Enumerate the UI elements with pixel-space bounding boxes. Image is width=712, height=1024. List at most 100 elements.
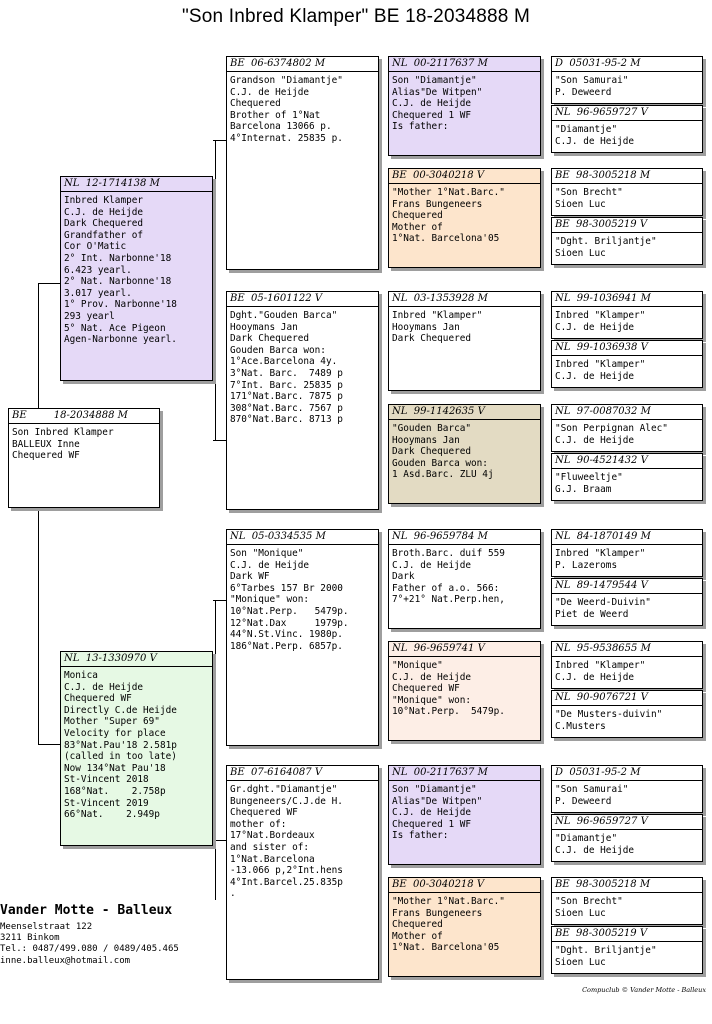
text-line: C.J. de Heijde bbox=[555, 434, 635, 446]
ring-number: 06-6374802 M bbox=[251, 58, 326, 69]
text-line: Broth.Barc. duif 559 bbox=[392, 548, 505, 559]
pedigree-card-g4-5[interactable]: NL 99-1036941 M Inbred "Klamper"C.J. de … bbox=[551, 291, 703, 339]
pedigree-card-g4-2[interactable]: NL 96-9659727 V "Diamantje"C.J. de Heijd… bbox=[551, 105, 703, 153]
text-line: "Monique" bbox=[392, 660, 443, 671]
ring-header: NL 13-1330970 V bbox=[61, 652, 212, 667]
text-line: 2° Nat. Narbonne'18 bbox=[64, 276, 172, 288]
text-line: Inbred "Klamper" bbox=[555, 359, 646, 370]
ring-number: 07-6164087 V bbox=[251, 767, 323, 778]
pedigree-card-dam-sire[interactable]: NL 05-0334535 M Son "Monique"C.J. de Hei… bbox=[226, 529, 379, 746]
pedigree-card-g4-4[interactable]: BE 98-3005219 V "Dght. Briljantje"Sioen … bbox=[551, 217, 703, 265]
text-line: 4°Internat. 25835 p. bbox=[230, 132, 343, 144]
text-line: Mother of bbox=[392, 930, 443, 942]
text-line: "Mother 1°Nat.Barc." bbox=[392, 896, 505, 907]
ring-number: 98-3005218 M bbox=[576, 170, 651, 181]
text-line: Sioen Luc bbox=[555, 247, 606, 259]
text-line: Inbred "Klamper" bbox=[392, 310, 483, 321]
text-line: -13.066 p,2°Int.hens bbox=[230, 865, 343, 877]
card-lines: "Fluweeltje"G.J. Braam bbox=[555, 472, 700, 495]
card-lines: "Dght. Briljantje"Sioen Luc bbox=[555, 945, 700, 968]
text-line: Inbred Klamper bbox=[64, 195, 144, 206]
country-code: BE bbox=[555, 928, 570, 939]
text-line: St-Vincent 2019 bbox=[64, 797, 149, 809]
pedigree-card-g3-4[interactable]: NL 99-1142635 V "Gouden Barca"Hooymans J… bbox=[388, 404, 541, 504]
text-line: 308°Nat.Barc. 7567 p bbox=[230, 402, 343, 414]
ring-header: NL 90-4521432 V bbox=[552, 454, 702, 469]
pedigree-card-g4-9[interactable]: NL 84-1870149 M Inbred "Klamper"P. Lazer… bbox=[551, 529, 703, 577]
ring-header: NL 90-9076721 V bbox=[552, 691, 702, 706]
text-line: Chequered 1 WF bbox=[392, 818, 472, 830]
ring-header: NL 96-9659784 M bbox=[389, 530, 540, 545]
text-line: Hooymans Jan bbox=[392, 321, 460, 333]
ring-number: 96-9659727 V bbox=[576, 107, 648, 118]
ring-number: 18-2034888 M bbox=[53, 410, 128, 421]
country-code: NL bbox=[555, 643, 571, 654]
pedigree-card-g4-15[interactable]: BE 98-3005218 M "Son Brecht"Sioen Luc bbox=[551, 877, 703, 925]
text-line: Father of a.o. 566: bbox=[392, 582, 500, 594]
country-code: BE bbox=[555, 879, 570, 890]
pedigree-card-g3-7[interactable]: NL 00-2117637 M Son "Diamantje"Alias"De … bbox=[388, 765, 541, 865]
text-line: P. Deweerd bbox=[555, 795, 612, 807]
text-line: Hooymans Jan bbox=[392, 434, 460, 446]
pedigree-card-g4-10[interactable]: NL 89-1479544 V "De Weerd-Duivin"Piet de… bbox=[551, 578, 703, 626]
pedigree-card-g4-14[interactable]: NL 96-9659727 V "Diamantje"C.J. de Heijd… bbox=[551, 814, 703, 862]
ring-header: BE 00-3040218 V bbox=[389, 169, 540, 184]
card-lines: Son "Diamantje"Alias"De Witpen"C.J. de H… bbox=[392, 75, 538, 133]
text-line: 1°Nat.Barcelona bbox=[230, 853, 315, 865]
ring-header: NL 99-1036938 V bbox=[552, 341, 702, 356]
text-line: C.J. de Heijde bbox=[555, 370, 635, 382]
text-line: 1 Asd.Barc. ZLU 4j bbox=[392, 469, 494, 481]
pedigree-card-sire-sire[interactable]: BE 06-6374802 M Grandson "Diamantje"C.J.… bbox=[226, 56, 379, 270]
ring-number: 95-9538655 M bbox=[576, 643, 651, 654]
pedigree-card-sire-dam[interactable]: BE 05-1601122 V Dght."Gouden Barca"Hooym… bbox=[226, 291, 379, 510]
card-lines: "Diamantje"C.J. de Heijde bbox=[555, 833, 700, 856]
text-line: 3°Nat. Barc. 7489 p bbox=[230, 367, 343, 379]
pedigree-card-g4-12[interactable]: NL 90-9076721 V "De Musters-duivin"C.Mus… bbox=[551, 690, 703, 738]
pedigree-card-g4-8[interactable]: NL 90-4521432 V "Fluweeltje"G.J. Braam bbox=[551, 453, 703, 501]
pedigree-card-g3-8[interactable]: BE 00-3040218 V "Mother 1°Nat.Barc."Fran… bbox=[388, 877, 541, 977]
text-line: Alias"De Witpen" bbox=[392, 86, 483, 98]
pedigree-card-g4-1[interactable]: D 05031-95-2 M "Son Samurai"P. Deweerd bbox=[551, 56, 703, 104]
text-line: "Son Samurai" bbox=[555, 75, 629, 86]
pedigree-card-g3-1[interactable]: NL 00-2117637 M Son "Diamantje"Alias"De … bbox=[388, 56, 541, 156]
pedigree-card-g4-13[interactable]: D 05031-95-2 M "Son Samurai"P. Deweerd bbox=[551, 765, 703, 813]
country-code: D bbox=[555, 58, 564, 69]
text-line: Chequered bbox=[392, 919, 443, 931]
text-line: Son "Diamantje" bbox=[392, 784, 477, 795]
ring-number: 96-9659784 M bbox=[413, 531, 488, 542]
text-line: 2° Int. Narbonne'18 bbox=[64, 252, 172, 264]
pedigree-card-g4-16[interactable]: BE 98-3005219 V "Dght. Briljantje"Sioen … bbox=[551, 926, 703, 974]
text-line: Inbred "Klamper" bbox=[555, 548, 646, 559]
text-line: Alias"De Witpen" bbox=[392, 795, 483, 807]
country-code: NL bbox=[392, 58, 408, 69]
pedigree-card-g4-6[interactable]: NL 99-1036938 V Inbred "Klamper"C.J. de … bbox=[551, 340, 703, 388]
pedigree-card-g4-7[interactable]: NL 97-0087032 M "Son Perpignan Alec"C.J.… bbox=[551, 404, 703, 452]
pedigree-card-g4-11[interactable]: NL 95-9538655 M Inbred "Klamper"C.J. de … bbox=[551, 641, 703, 689]
text-line: Chequered 1 WF bbox=[392, 109, 472, 121]
card-lines: "Son Samurai"P. Deweerd bbox=[555, 784, 700, 807]
owner-block: Vander Motte - Balleux Meenselstraat 122… bbox=[0, 902, 230, 967]
country-code: NL bbox=[555, 580, 571, 591]
text-line: 44°N.St.Vinc. 1980p. bbox=[230, 629, 343, 641]
pedigree-card-g4-3[interactable]: BE 98-3005218 M "Son Brecht"Sioen Luc bbox=[551, 168, 703, 216]
card-lines: "De Weerd-Duivin"Piet de Weerd bbox=[555, 597, 700, 620]
text-line: Gouden Barca won: bbox=[230, 344, 326, 356]
pedigree-card-g3-2[interactable]: BE 00-3040218 V "Mother 1°Nat.Barc."Fran… bbox=[388, 168, 541, 268]
text-line: 7°+21° Nat.Perp.hen, bbox=[392, 594, 505, 606]
text-line: "Dght. Briljantje" bbox=[555, 236, 657, 247]
card-lines: Inbred "Klamper"C.J. de Heijde bbox=[555, 660, 700, 683]
text-line: "Mother 1°Nat.Barc." bbox=[392, 187, 505, 198]
text-line: 4°Int.Barcel.25.835p bbox=[230, 876, 343, 888]
pedigree-card-g3-3[interactable]: NL 03-1353928 M Inbred "Klamper"Hooymans… bbox=[388, 291, 541, 391]
pedigree-card-dam-dam[interactable]: BE 07-6164087 V Gr.dght."Diamantje"Bunge… bbox=[226, 765, 379, 980]
ring-header: D 05031-95-2 M bbox=[552, 57, 702, 72]
text-line: St-Vincent 2018 bbox=[64, 774, 149, 786]
